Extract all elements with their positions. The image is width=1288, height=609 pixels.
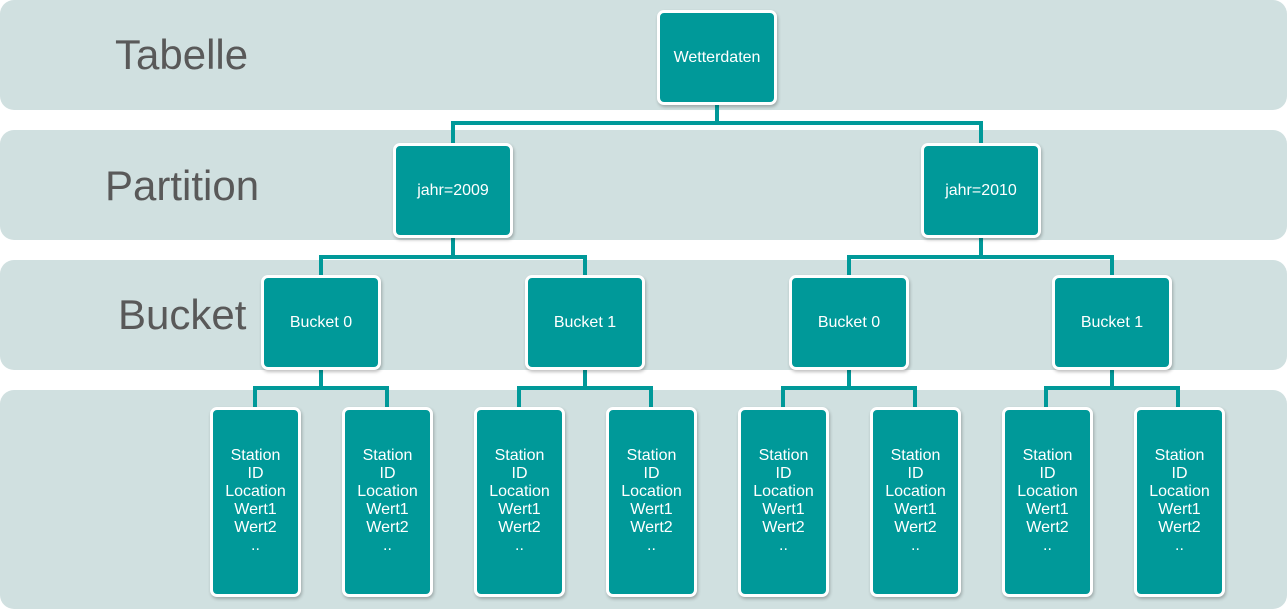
node-partition-2010: jahr=2010 xyxy=(921,143,1041,238)
record-field: .. xyxy=(779,537,788,554)
record-field: Wert1 xyxy=(1158,501,1201,518)
record-field: ID xyxy=(775,465,792,482)
record-field: Wert2 xyxy=(234,519,277,536)
connector-bucket-4 xyxy=(1044,369,1180,409)
record-field: ID xyxy=(1171,465,1188,482)
level-band-partition xyxy=(0,130,1287,240)
record-field: Wert2 xyxy=(1158,519,1201,536)
node-bucket: Bucket 0 xyxy=(789,275,909,370)
record-field: ID xyxy=(1039,465,1056,482)
node-bucket: Bucket 0 xyxy=(261,275,381,370)
record-field: Location xyxy=(885,483,946,500)
record-field: ID xyxy=(247,465,264,482)
record-field: .. xyxy=(1175,537,1184,554)
record-field: Wert2 xyxy=(894,519,937,536)
connector-partition-2010 xyxy=(847,237,1114,277)
level-band-table xyxy=(0,0,1287,110)
record-field: Station xyxy=(230,447,281,464)
node-partition-2009: jahr=2009 xyxy=(393,143,513,238)
record-field: Wert1 xyxy=(630,501,673,518)
record-field: Station xyxy=(758,447,809,464)
record-field: Location xyxy=(1017,483,1078,500)
record-field: Wert1 xyxy=(498,501,541,518)
connector-bucket-2 xyxy=(517,369,653,409)
record-field: Location xyxy=(225,483,286,500)
record-field: Station xyxy=(362,447,413,464)
record-field: ID xyxy=(511,465,528,482)
record-field: Location xyxy=(753,483,814,500)
record-field: .. xyxy=(383,537,392,554)
record-field: Station xyxy=(1154,447,1205,464)
record-field: Wert2 xyxy=(762,519,805,536)
record-field: .. xyxy=(647,537,656,554)
record-field: Wert2 xyxy=(498,519,541,536)
record-field: .. xyxy=(1043,537,1052,554)
node-bucket: Bucket 1 xyxy=(1052,275,1172,370)
level-label-partition: Partition xyxy=(105,162,260,209)
connector-bucket-1 xyxy=(253,369,389,409)
record-field: Location xyxy=(489,483,550,500)
node-table: Wetterdaten xyxy=(657,10,777,105)
connector-partition-2009 xyxy=(319,237,587,277)
connector-bucket-3 xyxy=(781,369,917,409)
record-field: Wert1 xyxy=(366,501,409,518)
record-field: Wert2 xyxy=(630,519,673,536)
record-field: Location xyxy=(357,483,418,500)
record-field: Wert2 xyxy=(1026,519,1069,536)
record-field: Wert1 xyxy=(762,501,805,518)
record-field: Location xyxy=(1149,483,1210,500)
record-field: .. xyxy=(515,537,524,554)
record-field: Location xyxy=(621,483,682,500)
node-bucket: Bucket 1 xyxy=(525,275,645,370)
record-field: Wert1 xyxy=(1026,501,1069,518)
record-field: Wert1 xyxy=(894,501,937,518)
level-label-bucket: Bucket xyxy=(118,291,247,338)
record-field: Wert1 xyxy=(234,501,277,518)
record-field: ID xyxy=(907,465,924,482)
connector-root xyxy=(451,104,983,145)
record-field: Wert2 xyxy=(366,519,409,536)
record-field: Station xyxy=(494,447,545,464)
record-field: .. xyxy=(251,537,260,554)
record-field: .. xyxy=(911,537,920,554)
record-field: Station xyxy=(1022,447,1073,464)
record-field: Station xyxy=(890,447,941,464)
record-field: ID xyxy=(379,465,396,482)
record-field: Station xyxy=(626,447,677,464)
record-field: ID xyxy=(643,465,660,482)
level-label-table: Tabelle xyxy=(115,31,249,78)
